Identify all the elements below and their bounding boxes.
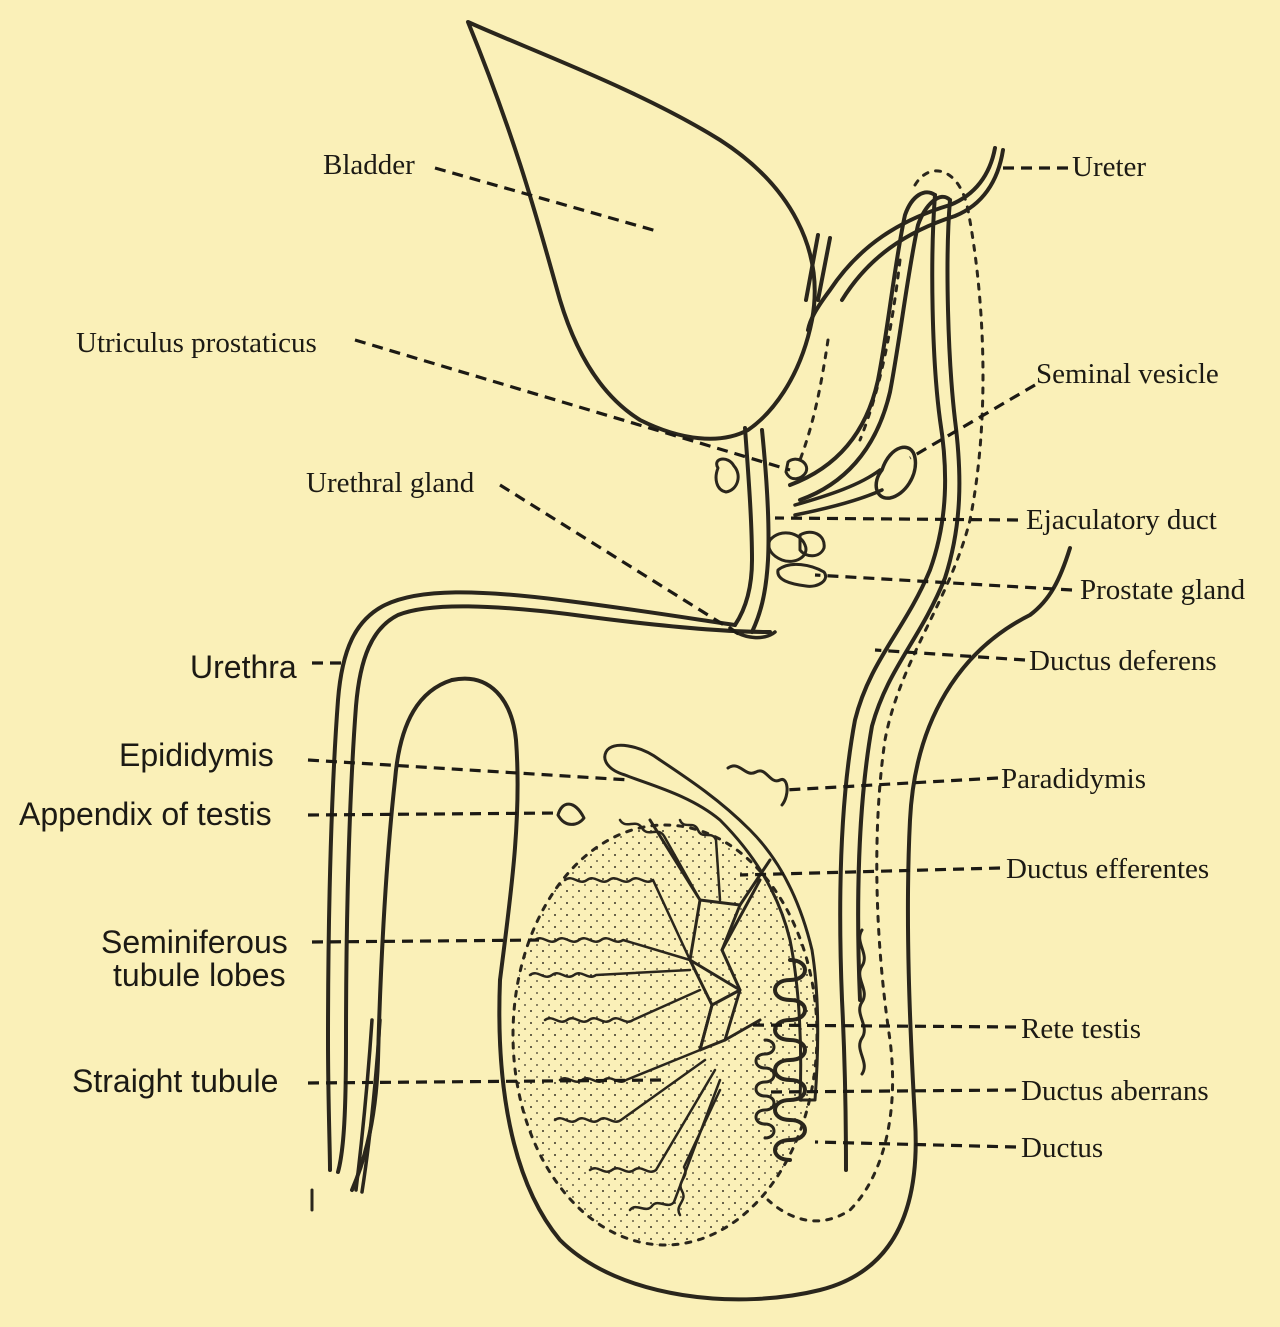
scrotum-outline (497, 546, 1072, 1302)
label-ejaculatory-duct: Ejaculatory duct (1026, 504, 1217, 536)
labels: Bladder Ureter Utriculus prostaticus Sem… (19, 149, 1246, 1164)
ductus-deferens-tube (838, 193, 948, 1172)
paradidymis-shape (726, 764, 789, 807)
appendix-of-testis-shape (556, 802, 586, 826)
ductus-aberrans-shape (858, 928, 866, 1076)
anatomy-drawing (310, 20, 1072, 1302)
label-utriculus-prostaticus: Utriculus prostaticus (76, 327, 317, 359)
ductus-convoluted (773, 958, 807, 1162)
label-ductus-aberrans: Ductus aberrans (1021, 1075, 1209, 1107)
label-prostate-gland: Prostate gland (1080, 574, 1246, 606)
label-ureter: Ureter (1072, 151, 1146, 183)
label-ductus: Ductus (1021, 1132, 1103, 1164)
label-seminiferous-line2: tubule lobes (113, 957, 286, 993)
label-urethra: Urethra (190, 649, 297, 685)
prostate-gland-shape (714, 457, 827, 588)
urethra-tube (326, 590, 737, 1172)
rete-testis-network (648, 818, 772, 1052)
bladder-shape (466, 20, 817, 441)
label-seminiferous-line1: Seminiferous (101, 924, 288, 960)
ureter-stub (804, 233, 832, 302)
testis-body (513, 825, 817, 1245)
label-straight-tubule: Straight tubule (72, 1063, 278, 1099)
epididymis-shape (603, 743, 820, 1102)
label-paradidymis: Paradidymis (1001, 763, 1146, 795)
label-urethral-gland: Urethral gland (306, 467, 475, 499)
label-ductus-deferens: Ductus deferens (1029, 645, 1217, 677)
ureter-tube (806, 146, 997, 332)
label-appendix-of-testis: Appendix of testis (19, 796, 272, 832)
right-dotted-outline (766, 169, 985, 1223)
label-rete-testis: Rete testis (1021, 1013, 1141, 1045)
label-epididymis: Epididymis (119, 737, 274, 773)
penis-outline (350, 678, 454, 1192)
seminiferous-tubules (528, 818, 722, 1217)
label-seminal-vesicle: Seminal vesicle (1036, 358, 1219, 390)
seminal-vesicle-shape (874, 445, 918, 500)
leader-lines (307, 166, 1073, 1149)
label-ductus-efferentes: Ductus efferentes (1006, 853, 1209, 885)
label-bladder: Bladder (323, 149, 415, 181)
bladder-neck (733, 426, 754, 627)
